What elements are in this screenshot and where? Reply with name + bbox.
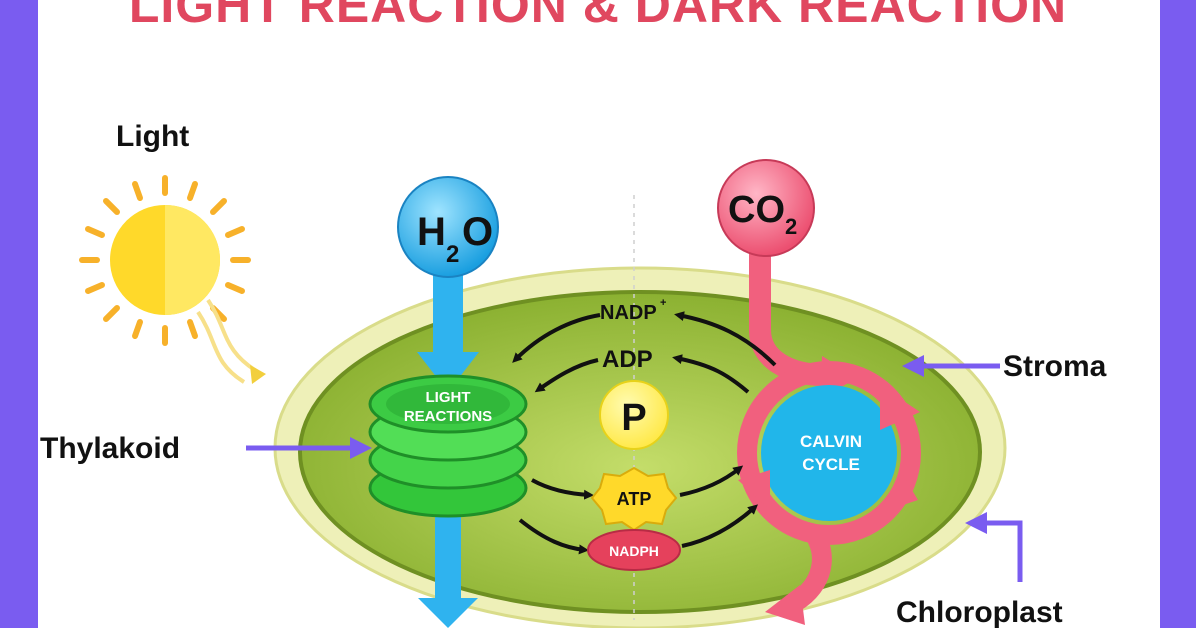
nadp-superscript: +: [660, 297, 666, 309]
thylakoid-stack: LIGHT REACTIONS: [368, 374, 528, 518]
sun-icon: [79, 175, 266, 384]
arrow-adp-to-thylakoid: [534, 358, 599, 393]
phosphate-label: P: [621, 397, 646, 439]
h2o-label-o: O: [462, 210, 493, 254]
arrow-to-nadp: [674, 311, 777, 367]
light-reactions-label-2: REACTIONS: [404, 408, 492, 425]
light-label: Light: [116, 120, 189, 153]
cycle-arrows: [512, 311, 777, 555]
chloroplast-pointer-arrow: [965, 512, 1023, 582]
arrow-to-atp: [531, 478, 594, 500]
h2o-subscript: 2: [446, 241, 459, 268]
h2o-label: H: [417, 210, 446, 254]
nadp-label: NADP: [600, 302, 657, 324]
arrow-atp-to-calvin: [679, 465, 744, 497]
arrow-to-adp: [672, 354, 750, 394]
co2-label: CO: [728, 189, 785, 231]
nadph-label: NADPH: [609, 543, 659, 559]
co2-subscript: 2: [785, 214, 797, 239]
water-arrow-in: [417, 270, 479, 392]
thylakoid-label: Thylakoid: [40, 432, 180, 465]
atp-badge: ATP: [590, 466, 678, 532]
adp-label: ADP: [602, 346, 653, 373]
nadph-badge: NADPH: [587, 529, 681, 571]
phosphate-circle: P: [599, 380, 669, 450]
co2-molecule: CO 2: [717, 159, 815, 257]
light-reactions-label-1: LIGHT: [426, 389, 471, 406]
arrow-to-nadph: [518, 518, 589, 555]
atp-label: ATP: [617, 489, 652, 509]
calvin-label-2: CYCLE: [802, 455, 860, 474]
stroma-label: Stroma: [1003, 350, 1107, 383]
arrow-nadph-to-calvin: [681, 504, 758, 548]
chloroplast-label: Chloroplast: [896, 596, 1063, 628]
page-title: LIGHT REACTION & DARK REACTION: [128, 0, 1068, 33]
arrow-nadp-to-thylakoid: [512, 313, 601, 363]
calvin-cycle: CALVIN CYCLE: [737, 361, 921, 625]
h2o-molecule: H 2 O: [397, 176, 499, 278]
water-arrow-out: [418, 515, 478, 628]
calvin-label-1: CALVIN: [800, 432, 862, 451]
